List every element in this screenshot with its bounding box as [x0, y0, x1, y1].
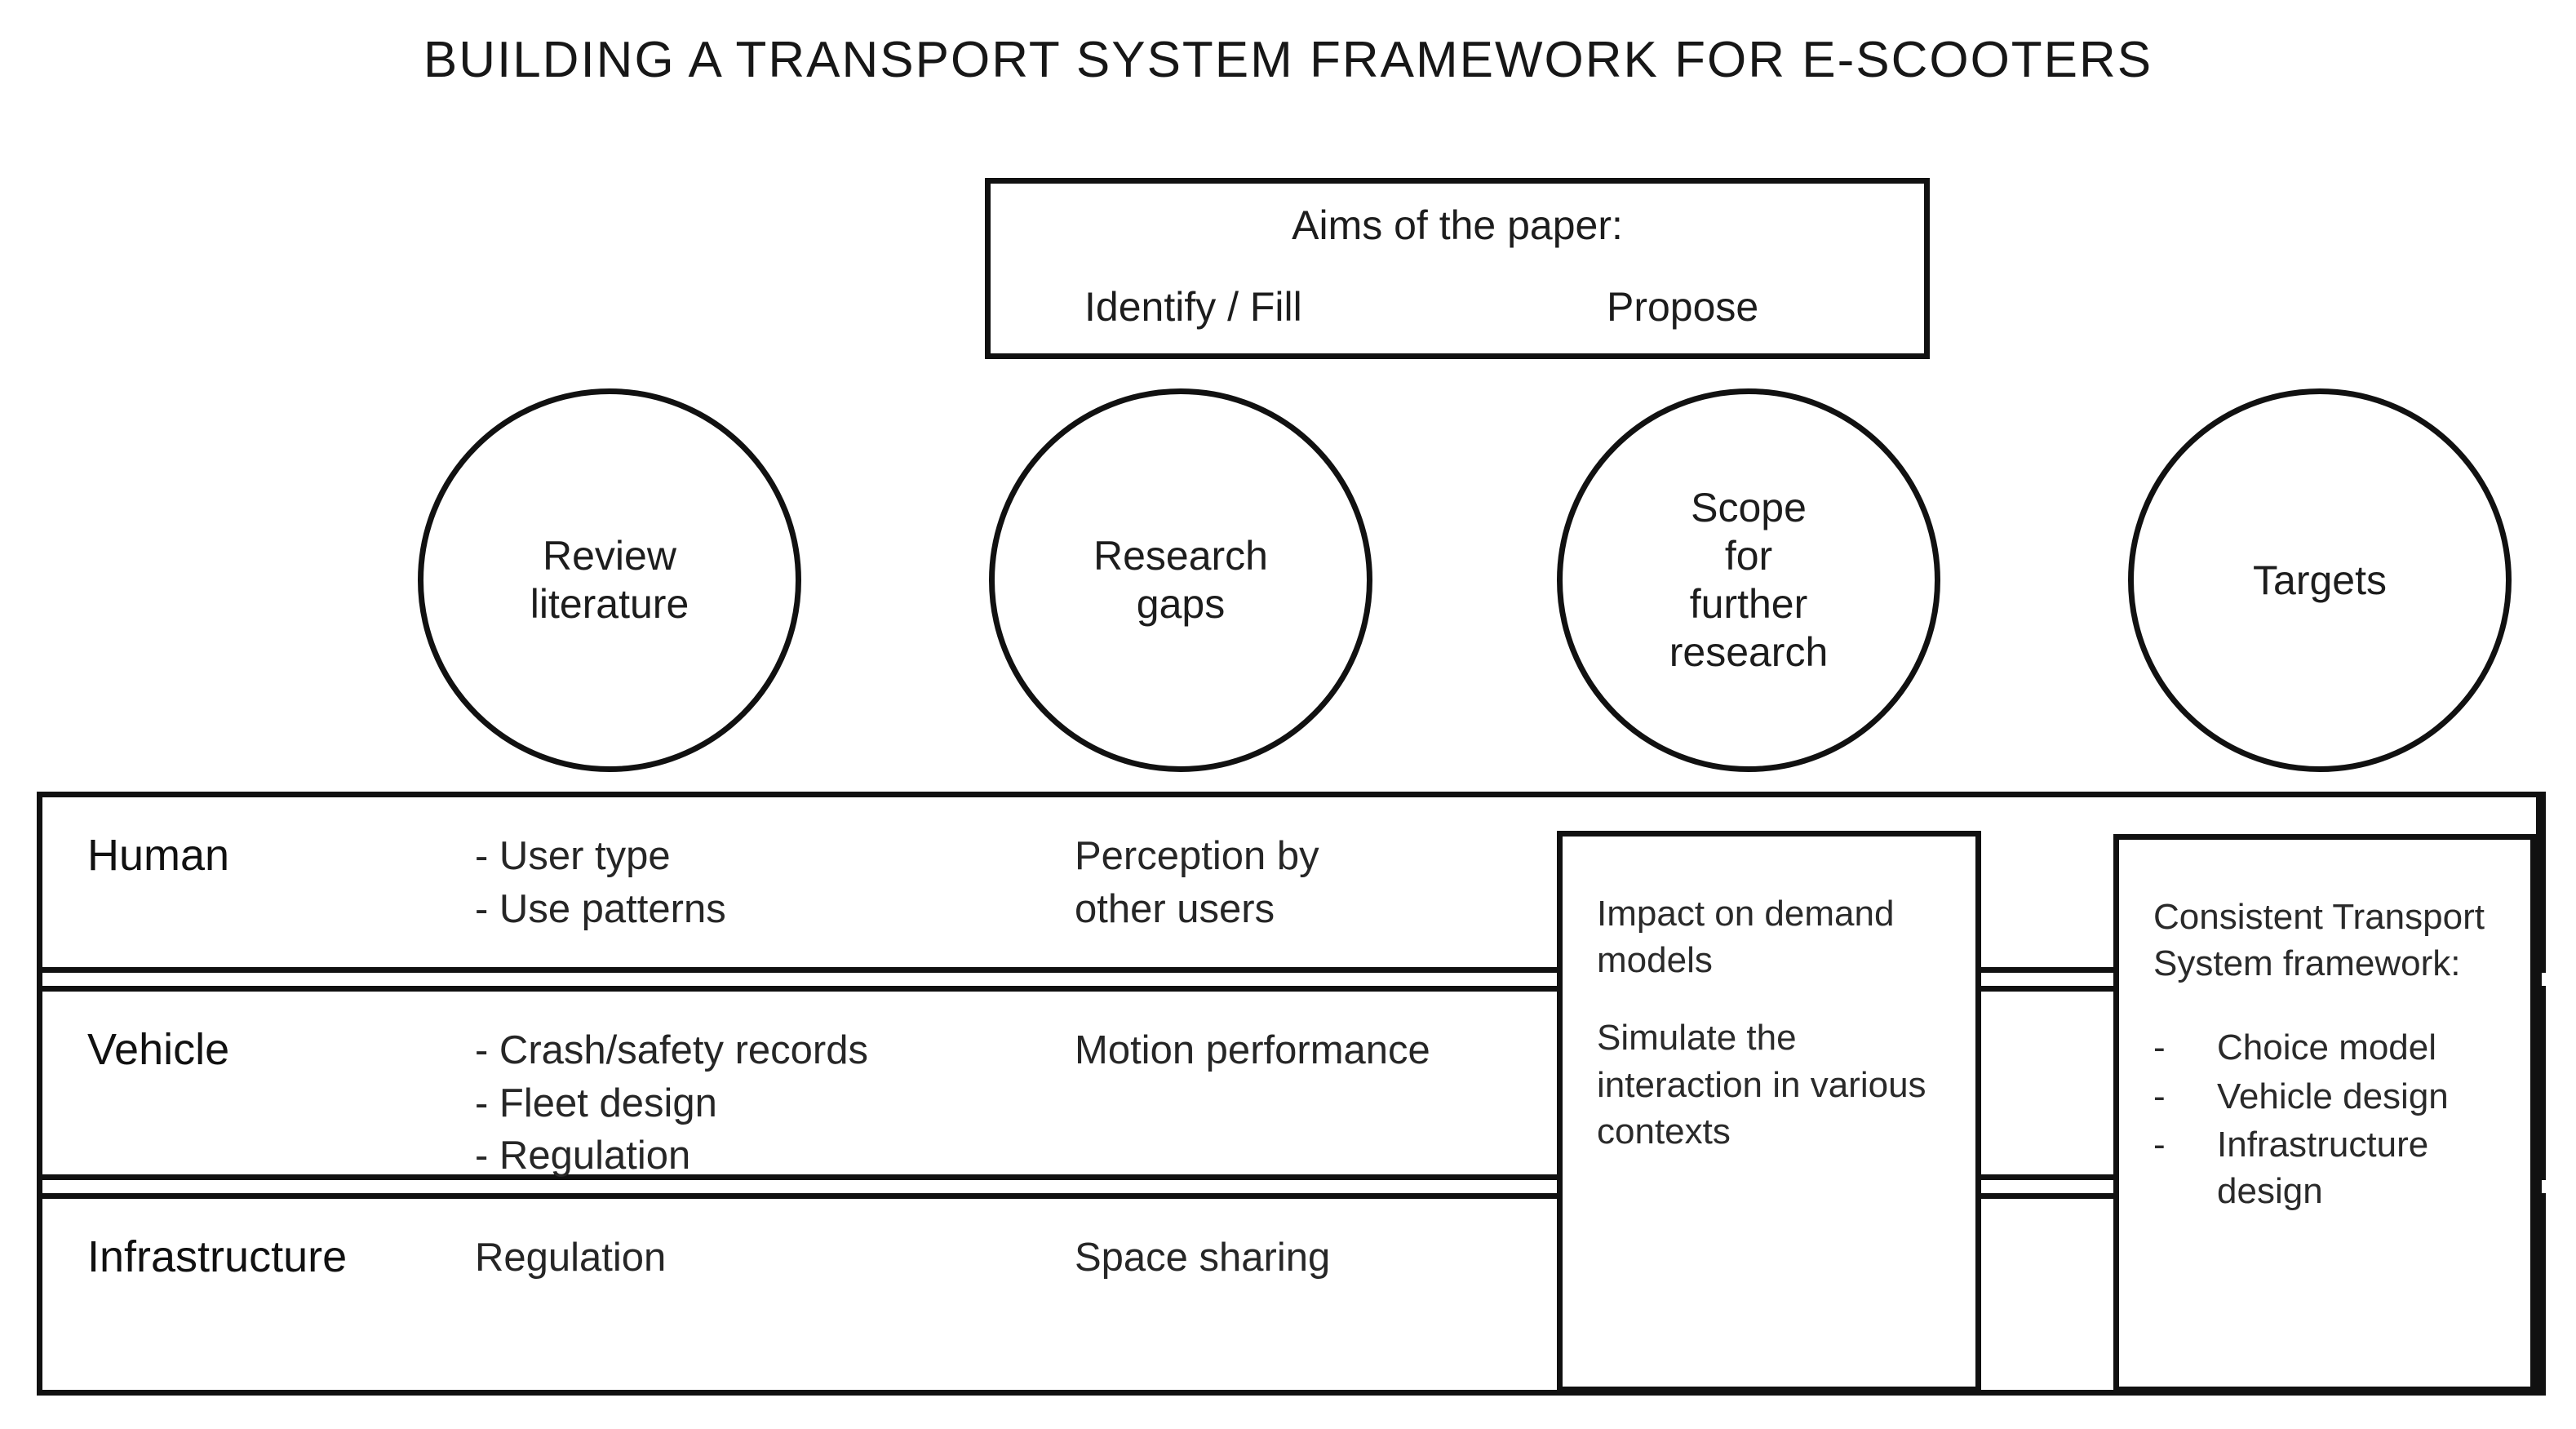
- overlay-consistent-framework-bullets: - Choice model - Vehicle design - Infras…: [2153, 1024, 2516, 1214]
- overlay-consistent-framework-text: Consistent Transport System framework: -…: [2153, 894, 2516, 1214]
- bullet-item-vehicle-design: - Vehicle design: [2153, 1073, 2516, 1120]
- bullet-label: Choice model: [2217, 1027, 2437, 1068]
- overlay-demand-models-paragraph-1: Impact on demand models: [1597, 894, 1895, 981]
- row-infrastructure: Infrastructure Regulation Space sharing: [37, 1193, 2546, 1396]
- row-infrastructure-column-1: Regulation: [475, 1236, 667, 1280]
- circle-scope-for-further-research: Scope for further research: [1557, 388, 1940, 772]
- row-vehicle-column-1: - Crash/safety records - Fleet design - …: [475, 1028, 868, 1178]
- page-title: BUILDING A TRANSPORT SYSTEM FRAMEWORK FO…: [423, 32, 2153, 88]
- bullet-dash-icon: -: [2153, 1124, 2166, 1165]
- bullet-item-choice-model: - Choice model: [2153, 1024, 2516, 1071]
- circle-targets: Targets: [2128, 388, 2512, 772]
- row-human: Human - User type - Use patterns Percept…: [37, 792, 2546, 973]
- aims-heading: Aims of the paper:: [1292, 202, 1623, 248]
- row-human-column-2: Perception by other users: [1075, 834, 1319, 931]
- overlay-consistent-framework-heading: Consistent Transport System framework:: [2153, 897, 2485, 984]
- bullet-dash-icon: -: [2153, 1027, 2166, 1068]
- bullet-item-infrastructure-design: - Infrastructure design: [2153, 1121, 2516, 1214]
- row-label-human: Human: [87, 831, 230, 880]
- row-label-infrastructure: Infrastructure: [87, 1232, 348, 1281]
- row-vehicle-column-2: Motion performance: [1075, 1028, 1430, 1072]
- paragraph-spacer: [1597, 983, 1961, 1014]
- circle-research-gaps: Research gaps: [989, 388, 1372, 772]
- overlay-box-demand-models: Impact on demand models Simulate the int…: [1557, 831, 1981, 1392]
- aims-box: Aims of the paper: Identify / Fill Propo…: [985, 178, 1930, 359]
- overlay-demand-models-text: Impact on demand models Simulate the int…: [1597, 890, 1961, 1155]
- bullet-label: Vehicle design: [2217, 1076, 2449, 1116]
- overlay-demand-models-paragraph-2: Simulate the interaction in various cont…: [1597, 1018, 1926, 1152]
- bullet-dash-icon: -: [2153, 1076, 2166, 1116]
- row-infrastructure-column-2: Space sharing: [1075, 1236, 1331, 1280]
- bullet-label: Infrastructure design: [2217, 1124, 2429, 1211]
- row-label-vehicle: Vehicle: [87, 1025, 230, 1074]
- aims-identify-fill-label: Identify / Fill: [1084, 284, 1302, 330]
- circle-review-literature: Review literature: [418, 388, 801, 772]
- row-vehicle: Vehicle - Crash/safety records - Fleet d…: [37, 986, 2546, 1180]
- overlay-box-consistent-framework: Consistent Transport System framework: -…: [2113, 834, 2536, 1392]
- aims-propose-label: Propose: [1607, 284, 1759, 330]
- row-human-column-1: - User type - Use patterns: [475, 834, 726, 931]
